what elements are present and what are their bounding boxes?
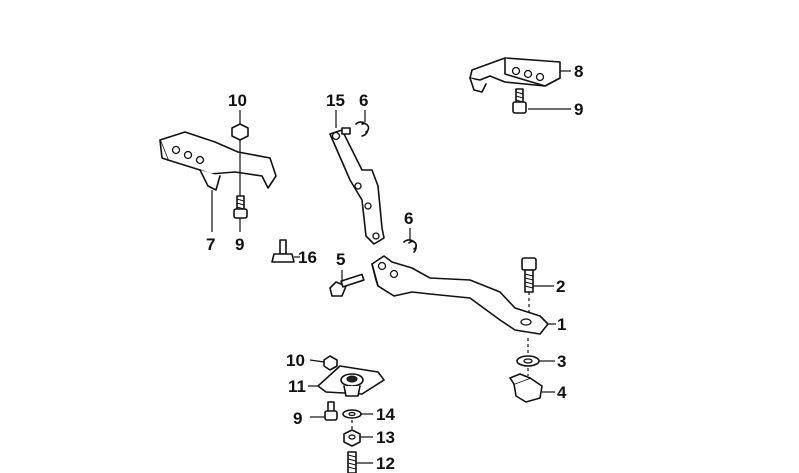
- callout-6b: 6: [404, 209, 413, 228]
- clip-nut-part-4: [509, 368, 555, 403]
- callout-6a: 6: [359, 91, 368, 110]
- callout-5: 5: [336, 250, 345, 269]
- callout-8: 8: [574, 62, 583, 81]
- circlip-part-6-lower: [403, 228, 417, 253]
- callout-1: 1: [557, 315, 566, 334]
- bolt-part-2: [521, 257, 554, 316]
- callout-10b: 10: [286, 351, 305, 370]
- callout-10a: 10: [228, 91, 247, 110]
- circlip-part-6-upper: [355, 110, 370, 137]
- callout-11: 11: [288, 377, 306, 396]
- bolt-part-5: [329, 270, 365, 297]
- linkage-part-15: [329, 110, 385, 245]
- callout-4: 4: [557, 383, 567, 402]
- bracket-part-7: [159, 131, 277, 232]
- washer-part-14: [342, 409, 373, 419]
- callout-9c: 9: [293, 409, 302, 428]
- callout-13: 13: [376, 428, 395, 447]
- screw-part-9-top: [512, 88, 571, 114]
- bracket-part-8: [469, 57, 571, 93]
- callout-9b: 9: [235, 235, 244, 254]
- callout-12: 12: [376, 454, 395, 473]
- callout-3: 3: [557, 352, 566, 371]
- washer-part-3: [516, 338, 555, 367]
- nut-part-10-top: [231, 110, 249, 141]
- screw-part-9-left: [233, 195, 248, 232]
- callout-7: 7: [206, 235, 215, 254]
- callout-2: 2: [556, 277, 565, 296]
- stud-part-12: [347, 451, 373, 473]
- mount-plate-part-11: [308, 365, 385, 397]
- callout-9a: 9: [574, 100, 583, 119]
- pin-part-16: [271, 239, 300, 263]
- nut-part-10-lower: [309, 355, 338, 371]
- screw-part-9-lower: [310, 401, 338, 421]
- nut-part-13: [343, 420, 373, 447]
- callout-16: 16: [298, 248, 317, 267]
- callout-15: 15: [326, 91, 345, 110]
- support-bar-part-1: [371, 255, 556, 335]
- callout-14: 14: [376, 405, 395, 424]
